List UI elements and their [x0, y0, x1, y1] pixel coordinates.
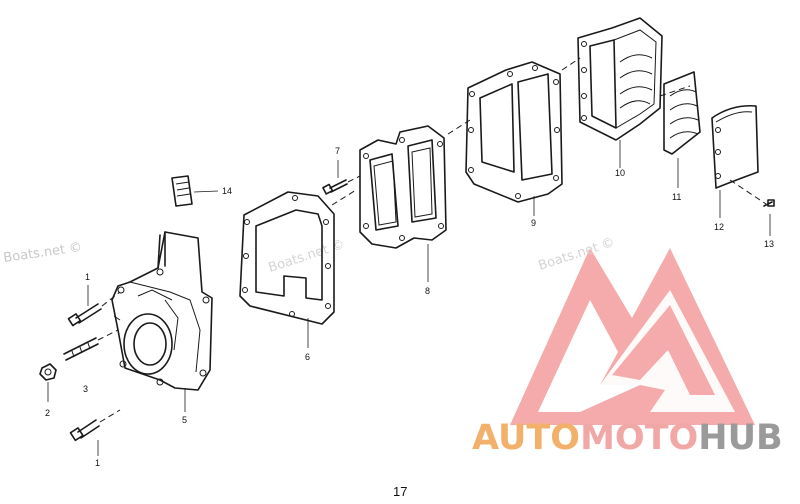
callout-8: 8 [425, 286, 430, 296]
watermark-right: Boats.net © [537, 235, 617, 274]
part-3-stud [63, 329, 119, 361]
part-14-decal [171, 175, 219, 207]
part-1-screw-upper [67, 285, 121, 327]
automotohub-logo-mark [510, 248, 755, 425]
callout-7: 7 [335, 146, 340, 156]
logo-auto: AUTO [472, 418, 581, 458]
part-1-screw-lower [69, 409, 121, 456]
part-6-gasket [239, 189, 357, 348]
part-7-screw [322, 160, 361, 195]
part-9-gasket [465, 57, 581, 216]
watermark-left: Boats.net © [2, 240, 83, 266]
part-2-nut [39, 363, 57, 402]
callout-1-lower: 1 [95, 458, 100, 468]
callout-9: 9 [531, 218, 536, 228]
part-11-reed-petals [663, 71, 701, 188]
callout-5: 5 [182, 415, 187, 425]
callout-11: 11 [672, 192, 681, 202]
callout-3: 3 [83, 384, 88, 394]
callout-14: 14 [222, 186, 232, 196]
callout-10: 10 [615, 168, 625, 178]
callout-2: 2 [45, 408, 50, 418]
part-12-reed-stop [711, 104, 759, 218]
callout-13: 13 [764, 239, 774, 249]
callout-1-upper: 1 [85, 272, 90, 282]
logo-hub: HUB [698, 418, 783, 458]
part-13-screw [729, 179, 775, 236]
automotohub-logo-text: AUTOMOTOHUB [472, 421, 783, 456]
callout-6: 6 [305, 352, 310, 362]
part-10-reed-cage [577, 17, 691, 168]
page-number: 17 [393, 484, 408, 499]
part-5-intake-housing [111, 231, 213, 412]
logo-moto: MOTO [580, 418, 699, 458]
part-8-reed-block-plate [359, 119, 471, 282]
callout-12: 12 [714, 222, 724, 232]
